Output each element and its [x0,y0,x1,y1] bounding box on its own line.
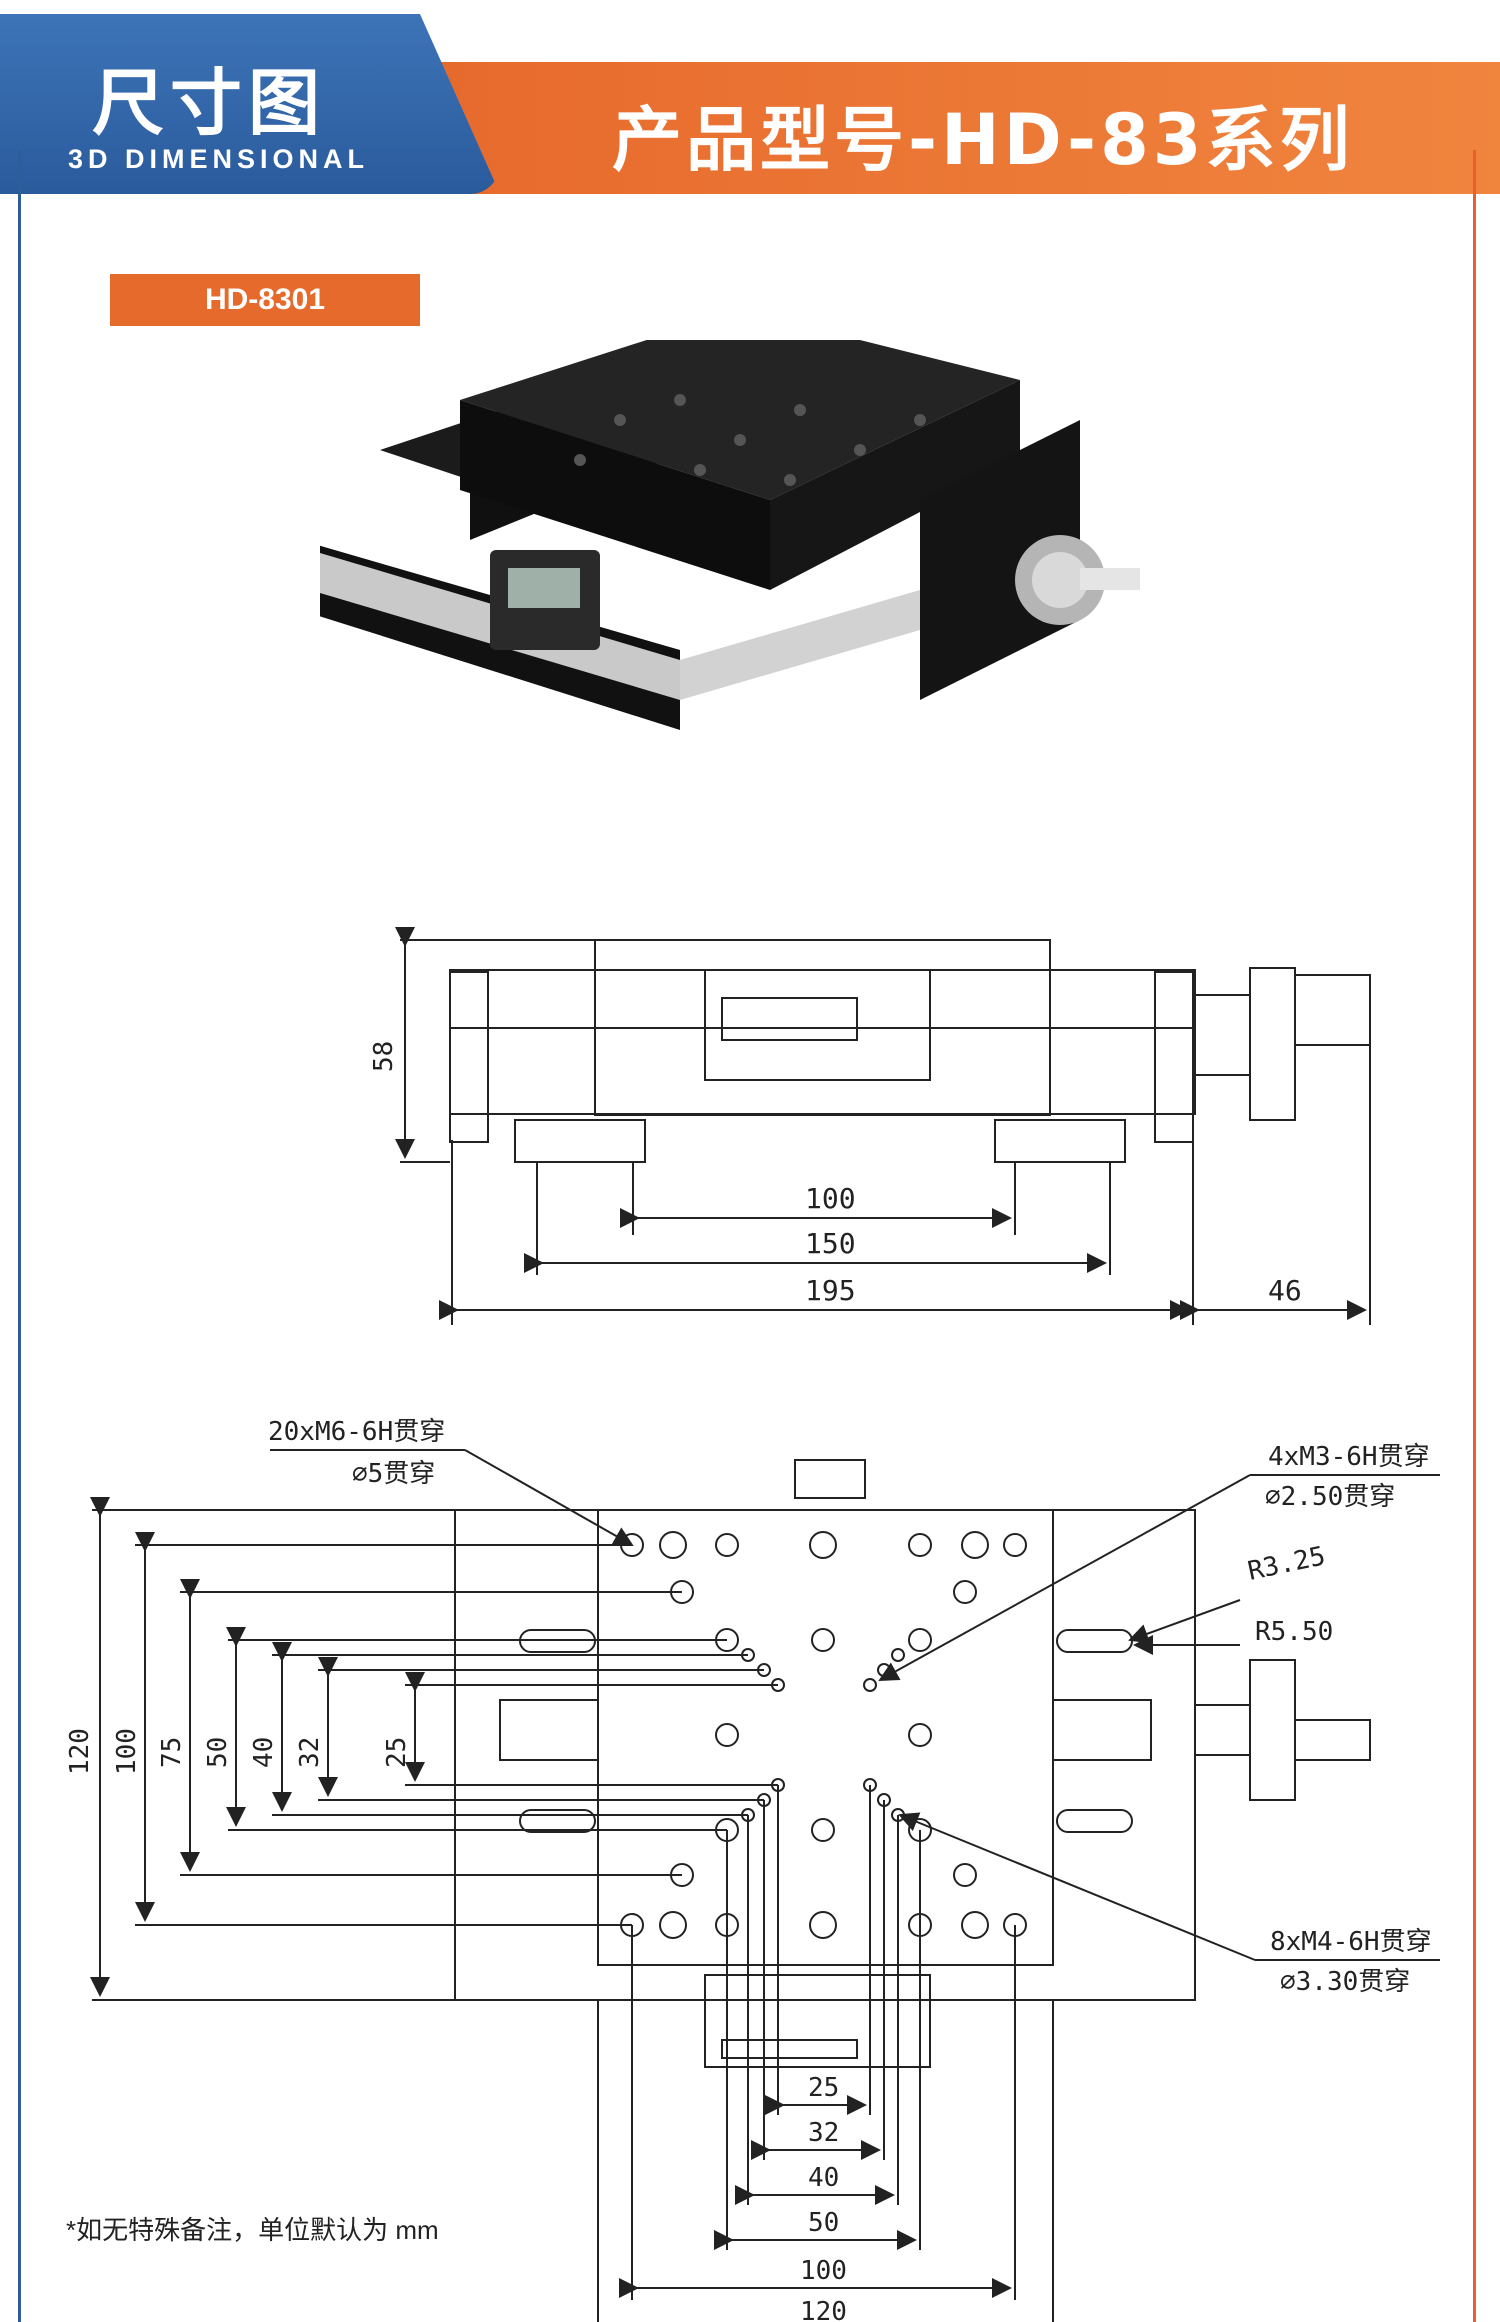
vdim-50: 50 [203,1737,233,1768]
product-photo [320,340,1140,730]
vdim-75: 75 [157,1737,187,1768]
callout-r325: R3.25 [1245,1541,1328,1587]
dim-front-195: 195 [805,1274,856,1307]
vdim-25: 25 [382,1737,412,1768]
hdim-50: 50 [808,2208,839,2238]
hdim-120: 120 [800,2297,847,2322]
hdim-40: 40 [808,2163,839,2193]
callout-m4: 8xM4-6H贯穿 [1270,1927,1432,1957]
callout-m4-dia: ∅3.30贯穿 [1280,1967,1410,1997]
callout-m3-dia: ∅2.50贯穿 [1265,1482,1395,1512]
dim-front-100: 100 [805,1182,856,1215]
unit-footnote: *如无特殊备注，单位默认为 mm [66,2215,439,2245]
vdim-120: 120 [65,1728,95,1775]
callout-r550: R5.50 [1255,1617,1333,1647]
hdim-25: 25 [808,2073,839,2103]
page-subtitle: 3D DIMENSIONAL [68,144,370,174]
model-tag: HD-8301 [110,274,420,326]
dim-front-150: 150 [805,1227,856,1260]
header-title-banner [0,14,500,194]
content-frame [18,150,1476,2322]
callout-m6-dia: ∅5贯穿 [352,1459,435,1489]
callout-m6: 20xM6-6H贯穿 [268,1417,445,1447]
page-title: 尺寸图 [92,61,327,145]
callout-m3: 4xM3-6H贯穿 [1268,1442,1430,1472]
hdim-100: 100 [800,2256,847,2286]
dim-front-height: 58 [369,1041,399,1072]
series-title: 产品型号-HD-83系列 [612,99,1354,181]
header-series-banner [440,62,1500,194]
vdim-32: 32 [295,1737,325,1768]
dim-front-46: 46 [1268,1274,1302,1307]
vdim-100: 100 [112,1728,142,1775]
vdim-40: 40 [249,1737,279,1768]
hdim-32: 32 [808,2118,839,2148]
